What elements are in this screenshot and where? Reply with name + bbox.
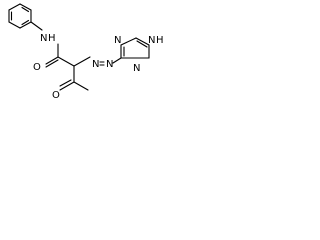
bond-inner: [21, 6, 30, 13]
bond: [57, 56, 75, 67]
bond: [73, 81, 89, 91]
atom-label: N: [114, 35, 121, 46]
bond: [19, 3, 32, 11]
bond: [45, 56, 59, 65]
bond: [45, 59, 59, 68]
amide-chain: [30, 21, 91, 91]
azo-linkage: [99, 57, 122, 66]
atom-label: N: [148, 35, 155, 46]
atom-label: H: [156, 35, 164, 46]
phenyl-ring: [8, 3, 32, 29]
bond: [59, 81, 75, 91]
chemical-structure: N H O O N N N N N H: [8, 3, 164, 101]
atom-label: H: [48, 33, 56, 44]
bond-inner: [21, 19, 30, 26]
bond: [120, 37, 137, 46]
bond: [8, 3, 21, 11]
bond: [8, 21, 21, 29]
triazole-ring: [120, 37, 150, 59]
bond: [19, 21, 32, 29]
atom-label: N: [133, 63, 140, 74]
bond: [136, 40, 148, 48]
atom-label: O: [52, 90, 60, 101]
atom-label: O: [33, 62, 41, 73]
bond: [112, 57, 122, 64]
atom-label: N: [92, 59, 99, 70]
atom-label: N: [106, 59, 113, 70]
bond: [59, 79, 72, 87]
bond: [30, 21, 43, 31]
atom-label: N: [40, 33, 47, 44]
bond: [73, 56, 91, 67]
bond: [135, 37, 150, 46]
